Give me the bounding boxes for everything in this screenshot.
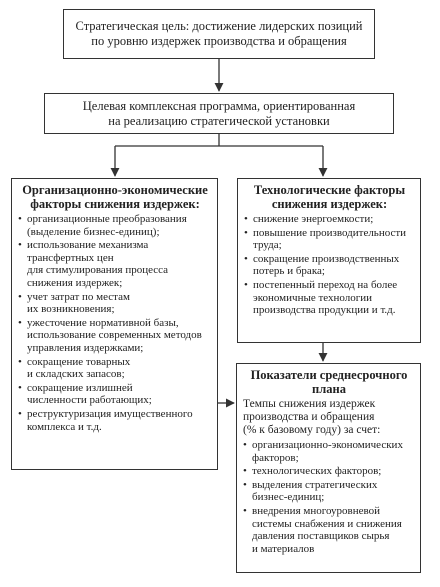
list-item: ужесточение нормативной базы, использова… [18,317,212,355]
strategic-goal-line-1: Стратегическая цель: достижение лидерски… [75,19,363,33]
list-item: сокращение производственных потерь и бра… [244,253,415,278]
strategic-goal-line-2: по уровню издержек производства и обраще… [91,34,347,48]
list-item: снижение энергоемкости; [244,213,415,226]
list-item: технологических факторов; [243,465,415,478]
list-item: реструктуризация имущественного комплекс… [18,408,212,433]
list-item: учет затрат по местам их возникновения; [18,291,212,316]
list-item: сокращение товарных и складских запасов; [18,356,212,381]
tech-factors-box: Технологические факторы снижения издерже… [237,178,421,343]
indicators-list: организационно-экономических факторов; т… [243,439,415,555]
list-item: повышение производительности труда; [244,227,415,252]
strategic-goal-box: Стратегическая цель: достижение лидерски… [63,9,375,59]
list-item: организационные преобразования (выделени… [18,213,212,238]
indicators-intro: Темпы снижения издержек производства и о… [243,398,381,436]
list-item: постепенный переход на более экономичные… [244,279,415,317]
org-economic-factors-box: Организационно-экономические факторы сни… [11,178,218,470]
midterm-indicators-box: Показатели среднесрочного плана Темпы сн… [236,363,421,573]
list-item: организационно-экономических факторов; [243,439,415,464]
list-item: сокращение излишней численности работающ… [18,382,212,407]
org-factors-title: Организационно-экономические факторы сни… [22,183,208,211]
target-program-box: Целевая комплексная программа, ориентиро… [44,93,394,134]
tech-factors-title: Технологические факторы снижения издерже… [253,183,406,211]
target-program-line-1: Целевая комплексная программа, ориентиро… [82,98,356,113]
list-item: внедрения многоуровневой системы снабжен… [243,505,415,555]
target-program-line-2: на реализацию стратегической установки [108,113,330,128]
org-factors-list: организационные преобразования (выделени… [18,213,212,433]
list-item: выделения стратегических бизнес-единиц; [243,479,415,504]
list-item: использование механизма трансфертных цен… [18,239,212,289]
tech-factors-list: снижение энергоемкости; повышение произв… [244,213,415,317]
indicators-title: Показатели среднесрочного плана [250,368,408,396]
